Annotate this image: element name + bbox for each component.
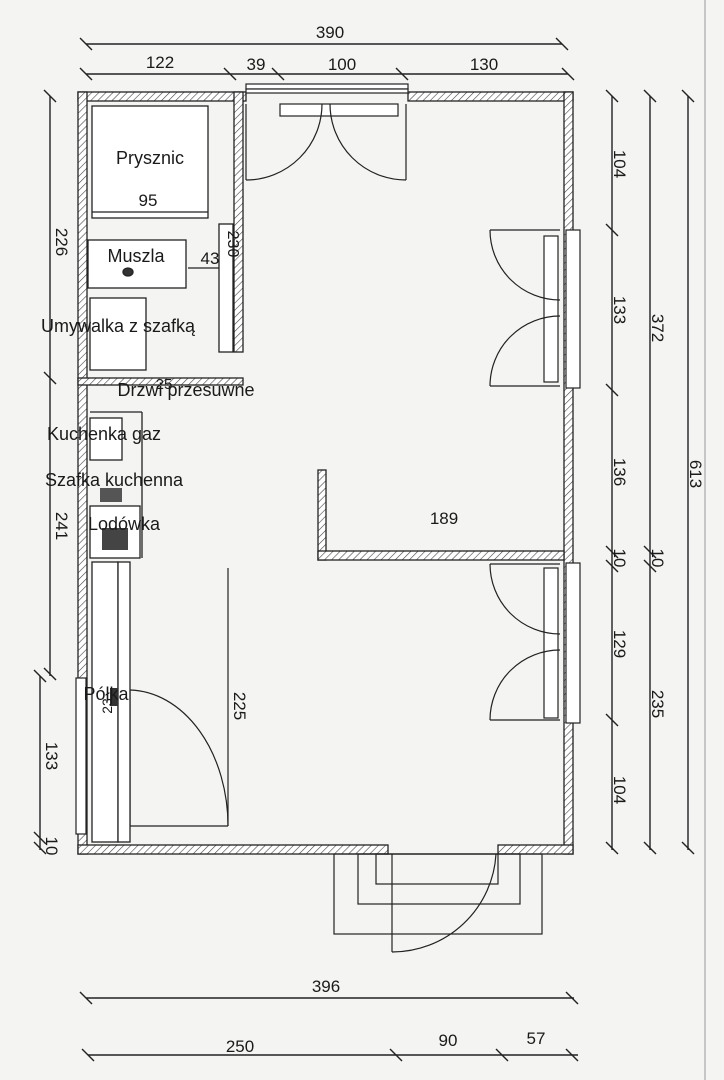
dim-left-10: 10 [42, 837, 61, 856]
dim-right-129: 129 [610, 630, 629, 658]
label-interior-wall: 189 [430, 509, 458, 528]
wall-bottom-left [77, 844, 389, 855]
dim-top-130: 130 [470, 55, 498, 74]
dim-right-136: 136 [610, 458, 629, 486]
bathroom-partition-vertical [233, 91, 244, 353]
dimension-lines [33, 37, 695, 1062]
bathroom-partition-horizontal [77, 377, 244, 386]
dim-top-100: 100 [328, 55, 356, 74]
interior-wall-vertical [317, 469, 327, 561]
label-sliding-door-dim: 25 [156, 376, 173, 393]
label-shelf: Półka [83, 684, 129, 704]
toilet-fixture [87, 239, 187, 289]
label-toilet: Muszla [107, 246, 165, 266]
interior-wall-horizontal [317, 550, 565, 561]
dim-right-133: 133 [610, 296, 629, 324]
dim-bottom-90: 90 [439, 1031, 458, 1050]
shower-tray [91, 105, 209, 219]
wall-bottom-right [497, 844, 574, 855]
label-fridge: Lodówka [88, 514, 161, 534]
dim-right-104-bottom: 104 [610, 776, 629, 804]
dim-top-122: 122 [146, 53, 174, 72]
dim-top-total: 390 [316, 23, 344, 42]
wall-top-right [407, 91, 574, 102]
label-shelf-dim: 23 [99, 698, 115, 714]
label-shower-width: 95 [139, 191, 158, 210]
doors [75, 103, 581, 953]
wall-right [563, 91, 574, 855]
fixtures [87, 105, 234, 843]
label-cabinet: Szafka kuchenna [45, 470, 184, 490]
dim-bottom-250: 250 [226, 1037, 254, 1056]
wall-top-left [77, 91, 247, 102]
dimension-labels: 390 122 39 100 130 396 250 90 57 104 133… [42, 23, 705, 1056]
dim-bottom-total: 396 [312, 977, 340, 996]
label-stove: Kuchenka gaz [47, 424, 161, 444]
label-toilet-dim: 43 [201, 249, 220, 268]
dim-bottom-57: 57 [527, 1029, 546, 1048]
room-labels: Prysznic 95 Muszla 43 230 Umywalka z sza… [41, 148, 458, 720]
dim-right-372: 372 [648, 314, 667, 342]
top-window [245, 83, 409, 94]
dim-right-10b: 10 [648, 549, 667, 568]
dim-left-133: 133 [42, 742, 61, 770]
dim-right-104-top: 104 [610, 150, 629, 178]
dim-right-235: 235 [648, 690, 667, 718]
stove-fixture [89, 417, 123, 461]
label-shower: Prysznic [116, 148, 184, 168]
label-partition-dim: 230 [224, 231, 241, 258]
label-entry-wall: 225 [230, 692, 249, 720]
sink-cabinet [89, 297, 147, 371]
dim-right-613: 613 [686, 460, 705, 488]
label-sink: Umywalka z szafką [41, 316, 196, 336]
dim-top-39: 39 [247, 55, 266, 74]
dim-left-241: 241 [52, 512, 71, 540]
dim-left-226: 226 [52, 228, 71, 256]
label-sliding-door: Drzwi przesuwne [117, 380, 254, 400]
walls [77, 91, 574, 855]
dim-right-10: 10 [610, 549, 629, 568]
